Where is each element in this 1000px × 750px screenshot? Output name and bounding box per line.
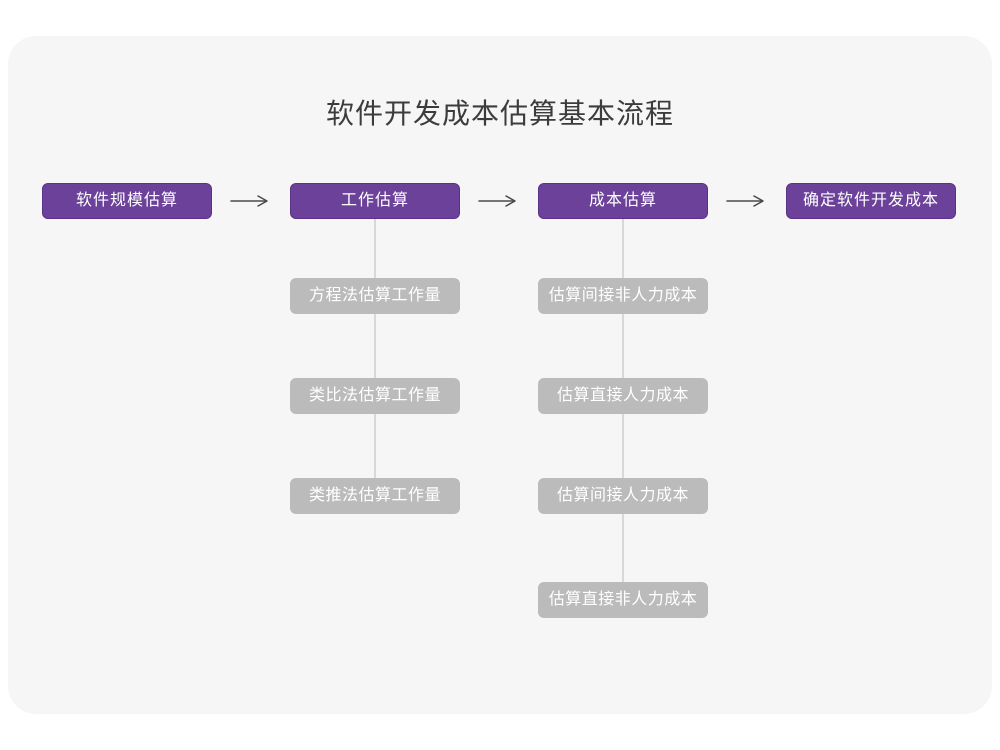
diagram-canvas: 软件开发成本估算基本流程 软件规模估算 工作估算 成本估算 确定软件开发成本 方… bbox=[8, 36, 992, 714]
sub-node-indirect-labor-cost: 估算间接人力成本 bbox=[538, 478, 708, 514]
stage-node-cost-estimation: 成本估算 bbox=[538, 183, 708, 219]
arrow-right-icon bbox=[230, 195, 268, 207]
stage-node-work-estimation: 工作估算 bbox=[290, 183, 460, 219]
sub-node-direct-nonlabor-cost: 估算直接非人力成本 bbox=[538, 582, 708, 618]
arrow-right-icon bbox=[478, 195, 516, 207]
stage-node-software-scale-estimation: 软件规模估算 bbox=[42, 183, 212, 219]
sub-node-analogy-method: 类比法估算工作量 bbox=[290, 378, 460, 414]
stage-node-determine-development-cost: 确定软件开发成本 bbox=[786, 183, 956, 219]
sub-node-direct-labor-cost: 估算直接人力成本 bbox=[538, 378, 708, 414]
sub-node-extrapolation-method: 类推法估算工作量 bbox=[290, 478, 460, 514]
arrow-right-icon bbox=[726, 195, 764, 207]
sub-node-equation-method: 方程法估算工作量 bbox=[290, 278, 460, 314]
diagram-title: 软件开发成本估算基本流程 bbox=[325, 98, 674, 129]
sub-node-indirect-nonlabor-cost: 估算间接非人力成本 bbox=[538, 278, 708, 314]
connector-line-work-estimation bbox=[374, 219, 376, 496]
